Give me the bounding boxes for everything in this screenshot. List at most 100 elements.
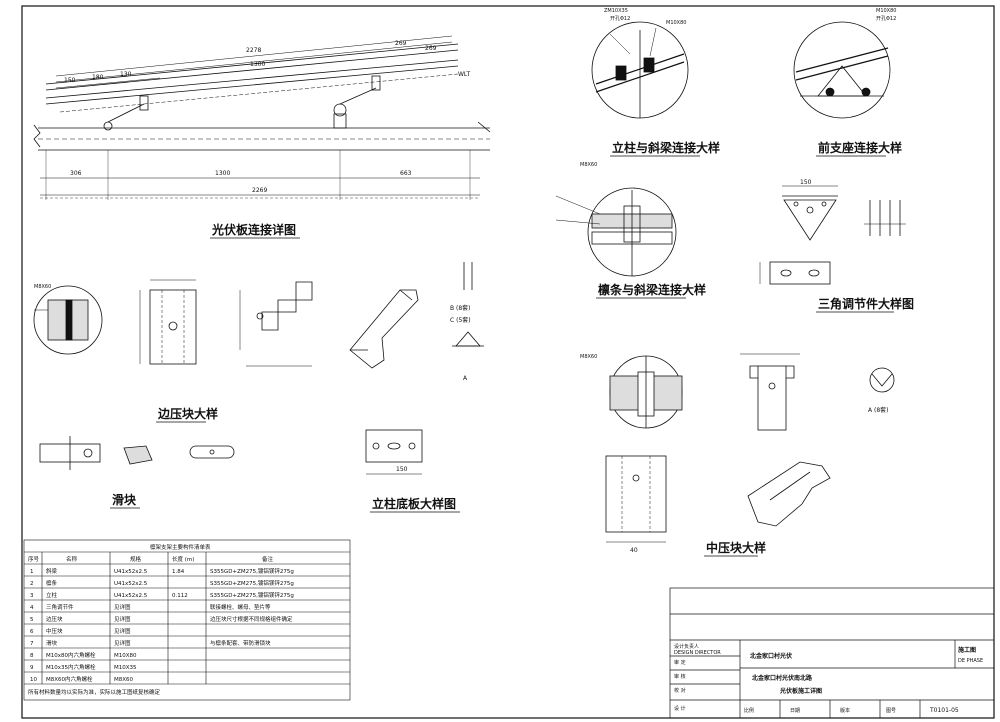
table-cell: 4 bbox=[30, 605, 34, 611]
date-label: 日期 bbox=[790, 708, 800, 714]
table-cell: 1.84 bbox=[172, 569, 185, 575]
table-cell: 10 bbox=[30, 677, 37, 683]
table-cell: S355GD+ZM275,镀铝镁锌275g bbox=[210, 579, 294, 587]
table-header-cell: 序号 bbox=[28, 555, 40, 563]
table-cell: 3 bbox=[30, 593, 34, 599]
title-slider: 滑块 bbox=[112, 492, 137, 507]
triangle-adjust-detail bbox=[759, 185, 906, 285]
table-cell: 联接螺栓、螺母、垫片等 bbox=[210, 603, 271, 611]
table-cell: 8 bbox=[30, 653, 34, 659]
dim-269-a: 269 bbox=[395, 40, 407, 47]
scale-label: 比例 bbox=[744, 707, 754, 714]
table-cell: 斜梁 bbox=[46, 567, 58, 575]
table-header-cell: 备注 bbox=[262, 555, 274, 563]
title-front-support: 前支座连接大样 bbox=[818, 140, 902, 155]
label-zm10x35: ZM10X35 bbox=[604, 8, 628, 14]
table-cell: 与檩条配套、带防滑锁块 bbox=[210, 639, 271, 647]
role-en-1: DESIGN DIRECTOR bbox=[674, 650, 721, 656]
table-header-cell: 长度 (m) bbox=[172, 555, 194, 563]
label-c-5: C (5套) bbox=[450, 316, 471, 324]
column-brace-detail bbox=[591, 21, 689, 119]
role-design-director: 设计负责人 bbox=[674, 643, 699, 650]
edge-clamp-detail bbox=[33, 279, 419, 369]
drawing-title-line-2: 光伏板施工详图 bbox=[779, 687, 822, 695]
main-connection-detail bbox=[33, 35, 491, 200]
table-cell: 三角调节件 bbox=[46, 603, 74, 611]
version-label: 版本 bbox=[840, 707, 850, 714]
sheet-label: 图号 bbox=[886, 708, 896, 714]
material-table-grid bbox=[23, 539, 351, 701]
dim-40: 40 bbox=[630, 547, 638, 554]
table-cell: 见详图 bbox=[114, 603, 131, 611]
drawing-title-line-1: 北金家口村光伏南北路 bbox=[752, 674, 813, 682]
label-m8x60-edge: M8X60 bbox=[34, 284, 51, 290]
table-cell: M8X60 bbox=[114, 677, 134, 683]
phase-label: 施工图 bbox=[958, 646, 976, 654]
purlin-brace-detail bbox=[555, 187, 677, 277]
role-review: 审 定 bbox=[674, 659, 686, 666]
front-support-detail bbox=[793, 21, 891, 119]
label-a-symbol: A bbox=[463, 375, 468, 382]
table-cell: S355GD+ZM275,镀铝镁锌275g bbox=[210, 567, 294, 575]
dim-2278: 2278 bbox=[246, 47, 261, 54]
role-proof: 校 对 bbox=[674, 687, 686, 694]
dim-150-base: 150 bbox=[396, 466, 408, 473]
table-header-cell: 名称 bbox=[66, 555, 78, 563]
table-cell: M10x35内六角螺栓 bbox=[46, 663, 96, 671]
label-m8x60-top: M8X60 bbox=[580, 162, 597, 168]
table-title: 檩架支架主要构件清单表 bbox=[150, 543, 211, 551]
table-cell: 6 bbox=[30, 629, 34, 635]
dim-1300-bottom: 1300 bbox=[215, 170, 230, 177]
title-column-base: 立柱底板大样图 bbox=[372, 496, 456, 511]
table-cell: 见详图 bbox=[114, 639, 131, 647]
dim-2269: 2269 bbox=[252, 187, 267, 194]
title-triangle-adjust: 三角调节件大样图 bbox=[818, 296, 914, 311]
table-cell: M8X60内六角螺栓 bbox=[46, 675, 93, 683]
dim-1300-top: 1300 bbox=[250, 61, 265, 68]
slider-detail bbox=[39, 436, 235, 470]
table-cell: M10X80 bbox=[114, 653, 137, 659]
role-draw: 设 计 bbox=[674, 705, 686, 712]
table-cell: 2 bbox=[30, 581, 34, 587]
phase-en-label: DE PHASE bbox=[958, 658, 983, 664]
dim-130: 130 bbox=[120, 71, 132, 78]
table-cell: 檩条 bbox=[46, 579, 58, 587]
table-header: 序号 名称 规格 长度 (m) 备注 bbox=[28, 555, 274, 563]
section-bc-symbol bbox=[452, 262, 484, 347]
title-block-grid bbox=[669, 587, 995, 719]
table-cell: 0.112 bbox=[172, 593, 188, 599]
table-cell: M10X35 bbox=[114, 665, 137, 671]
title-middle-clamp: 中压块大样 bbox=[706, 540, 766, 555]
column-base-detail bbox=[365, 429, 423, 475]
table-header-cell: 规格 bbox=[130, 555, 142, 563]
title-main-connection: 光伏板连接详图 bbox=[211, 222, 296, 237]
dim-150: 150 bbox=[64, 77, 76, 84]
label-m10x80-b: M10X80 bbox=[876, 8, 896, 14]
label-m8x60-mid: M8X60 bbox=[580, 354, 597, 360]
label-hole-12-a: 开孔Φ12 bbox=[610, 15, 630, 22]
table-cell: U41x52x2.5 bbox=[114, 593, 148, 599]
table-cell: 立柱 bbox=[46, 591, 58, 599]
table-cell: 1 bbox=[30, 569, 34, 575]
project-name: 北金家口村光伏 bbox=[750, 652, 792, 660]
dim-663: 663 bbox=[400, 170, 412, 177]
drawing-number: T0101-05 bbox=[929, 707, 959, 714]
table-cell: 边压块 bbox=[46, 615, 63, 623]
dim-180: 180 bbox=[92, 74, 104, 81]
dim-306: 306 bbox=[70, 170, 82, 177]
table-cell: 5 bbox=[30, 617, 34, 623]
label-m10x80-a: M10X80 bbox=[666, 20, 686, 26]
table-cell: 见详图 bbox=[114, 615, 131, 623]
table-cell: U41x52x2.5 bbox=[114, 581, 148, 587]
title-column-brace: 立柱与斜梁连接大样 bbox=[612, 140, 720, 155]
table-cell: 中压块 bbox=[46, 627, 63, 635]
middle-clamp-detail bbox=[605, 353, 895, 543]
role-check: 审 核 bbox=[674, 673, 686, 680]
dim-269-b: 269 bbox=[425, 45, 437, 52]
label-a-8: A (8套) bbox=[868, 406, 889, 414]
title-edge-clamp: 边压块大样 bbox=[157, 406, 218, 421]
wlt-label: WLT bbox=[458, 71, 470, 78]
table-cell: 7 bbox=[30, 641, 34, 647]
